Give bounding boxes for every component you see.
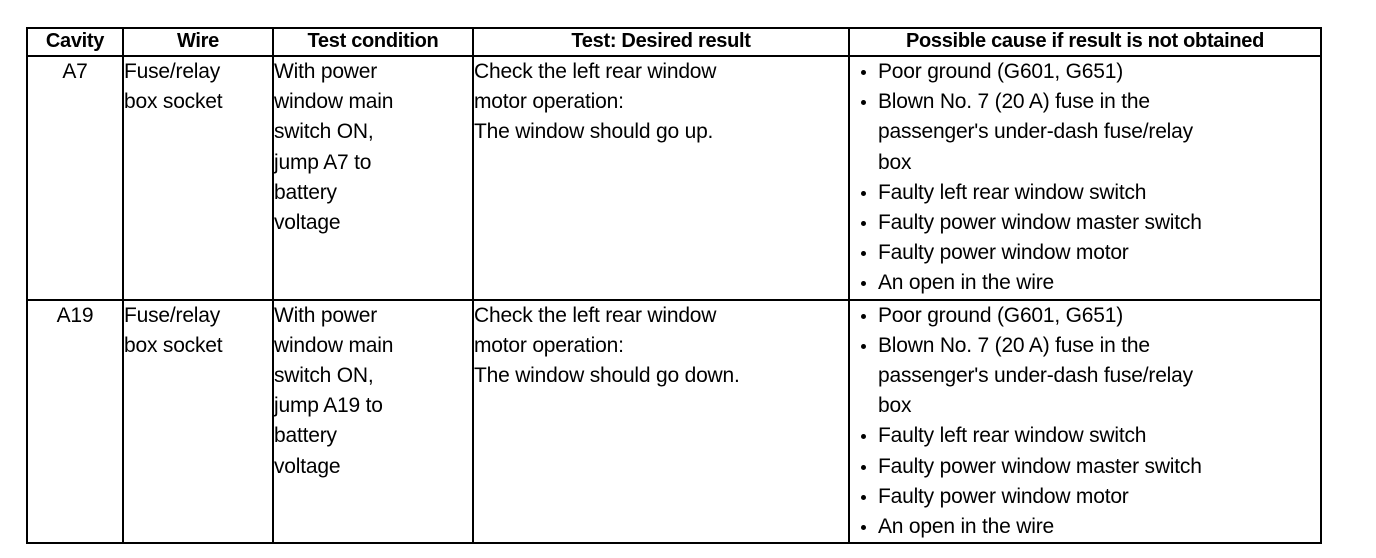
list-item: Faulty power window motor [850,482,1320,512]
test-condition-line: battery [274,180,337,204]
column-header-cavity: Cavity [26,27,124,57]
test-condition-line: jump A7 to [274,150,372,174]
cause-line: box [878,150,912,174]
table-header-row: Cavity Wire Test condition Test: Desired… [26,27,1322,57]
cause-text: Poor ground (G601, G651) [878,57,1320,87]
cause-text: Blown No. 7 (20 A) fuse in the passenger… [878,331,1320,422]
list-item: An open in the wire [850,268,1320,298]
test-condition-line: switch ON, [274,364,374,388]
cavity-value: A19 [56,303,94,327]
cause-line: Faulty left rear window switch [878,180,1147,204]
cause-line: Blown No. 7 (20 A) fuse in the [878,90,1150,114]
column-header-desired-result: Test: Desired result [472,27,850,57]
cell-wire: Fuse/relay box socket [122,55,274,301]
column-header-test-condition: Test condition [272,27,474,57]
table-row: A7 Fuse/relay box socket With power wind… [26,55,1322,301]
wire-line: box socket [124,90,223,114]
test-condition-line: With power [274,60,378,83]
test-condition-line: With power [274,303,378,327]
bullet-icon [861,313,866,319]
cause-line: Poor ground (G601, G651) [878,303,1124,327]
cause-line: passenger's under-dash fuse/relay [878,120,1193,144]
list-item: Faulty power window master switch [850,208,1320,238]
table-row: A19 Fuse/relay box socket With power win… [26,298,1322,545]
desired-result-line: motor operation: [474,333,624,357]
wire-line: box socket [124,333,223,357]
desired-result-line: Check the left rear window [474,60,717,83]
test-condition-line: jump A19 to [274,394,383,418]
wire-line: Fuse/relay [124,60,221,83]
desired-result-line: motor operation: [474,90,624,114]
test-condition-line: voltage [274,211,341,235]
desired-result-line: The window should go down. [474,364,740,388]
cell-cavity: A19 [26,298,124,545]
cause-text: Faulty power window motor [878,238,1320,268]
bullet-icon [861,221,866,227]
bullet-icon [861,525,866,531]
cavity-value: A7 [62,60,88,83]
list-item: Poor ground (G601, G651) [850,57,1320,87]
list-item: Poor ground (G601, G651) [850,301,1320,331]
list-item: Faulty power window motor [850,238,1320,268]
cell-possible-cause: Poor ground (G601, G651) Blown No. 7 (20… [848,55,1322,301]
bullet-icon [861,434,866,440]
table-header: Cavity Wire Test condition Test: Desired… [26,27,1322,57]
bullet-icon [861,251,866,257]
list-item: Blown No. 7 (20 A) fuse in the passenger… [850,331,1320,422]
cause-text: An open in the wire [878,268,1320,298]
bullet-icon [861,281,866,287]
bullet-icon [861,100,866,106]
table-body: A7 Fuse/relay box socket With power wind… [26,55,1322,545]
cause-line: Faulty power window motor [878,484,1129,508]
cause-line: An open in the wire [878,271,1054,295]
cause-text: Faulty power window master switch [878,208,1320,238]
test-condition-line: switch ON, [274,120,374,144]
desired-result-line: The window should go up. [474,120,714,144]
troubleshooting-table: Cavity Wire Test condition Test: Desired… [26,27,1322,545]
wire-line: Fuse/relay [124,303,221,327]
test-condition-line: window main [274,90,394,114]
cell-desired-result: Check the left rear window motor operati… [472,55,850,301]
cause-line: box [878,394,912,418]
desired-result-line: Check the left rear window [474,303,717,327]
possible-cause-list: Poor ground (G601, G651) Blown No. 7 (20… [850,301,1320,543]
cause-line: An open in the wire [878,515,1054,539]
bullet-icon [861,190,866,196]
cause-text: Faulty power window motor [878,482,1320,512]
cause-text: Poor ground (G601, G651) [878,301,1320,331]
cell-cavity: A7 [26,55,124,301]
cause-text: Blown No. 7 (20 A) fuse in the passenger… [878,87,1320,178]
cause-text: Faulty left rear window switch [878,178,1320,208]
bullet-icon [861,70,866,75]
bullet-icon [861,343,866,349]
list-item: Faulty power window master switch [850,452,1320,482]
cause-text: Faulty left rear window switch [878,421,1320,451]
cause-line: Faulty power window master switch [878,454,1202,478]
bullet-icon [861,464,866,470]
cell-possible-cause: Poor ground (G601, G651) Blown No. 7 (20… [848,298,1322,545]
cause-text: Faulty power window master switch [878,452,1320,482]
cause-line: Poor ground (G601, G651) [878,60,1124,83]
test-condition-line: voltage [274,454,341,478]
cause-text: An open in the wire [878,512,1320,542]
cause-line: Blown No. 7 (20 A) fuse in the [878,333,1150,357]
possible-cause-list: Poor ground (G601, G651) Blown No. 7 (20… [850,57,1320,299]
cell-wire: Fuse/relay box socket [122,298,274,545]
test-condition-line: battery [274,424,337,448]
cause-line: Faulty power window motor [878,241,1129,265]
column-header-wire: Wire [122,27,274,57]
column-header-possible-cause: Possible cause if result is not obtained [848,27,1322,57]
list-item: Blown No. 7 (20 A) fuse in the passenger… [850,87,1320,178]
cause-line: passenger's under-dash fuse/relay [878,364,1193,388]
cell-desired-result: Check the left rear window motor operati… [472,298,850,545]
cell-test-condition: With power window main switch ON, jump A… [272,55,474,301]
list-item: Faulty left rear window switch [850,421,1320,451]
cause-line: Faulty left rear window switch [878,424,1147,448]
bullet-icon [861,494,866,500]
cell-test-condition: With power window main switch ON, jump A… [272,298,474,545]
cause-line: Faulty power window master switch [878,211,1202,235]
list-item: Faulty left rear window switch [850,178,1320,208]
list-item: An open in the wire [850,512,1320,542]
test-condition-line: window main [274,333,394,357]
